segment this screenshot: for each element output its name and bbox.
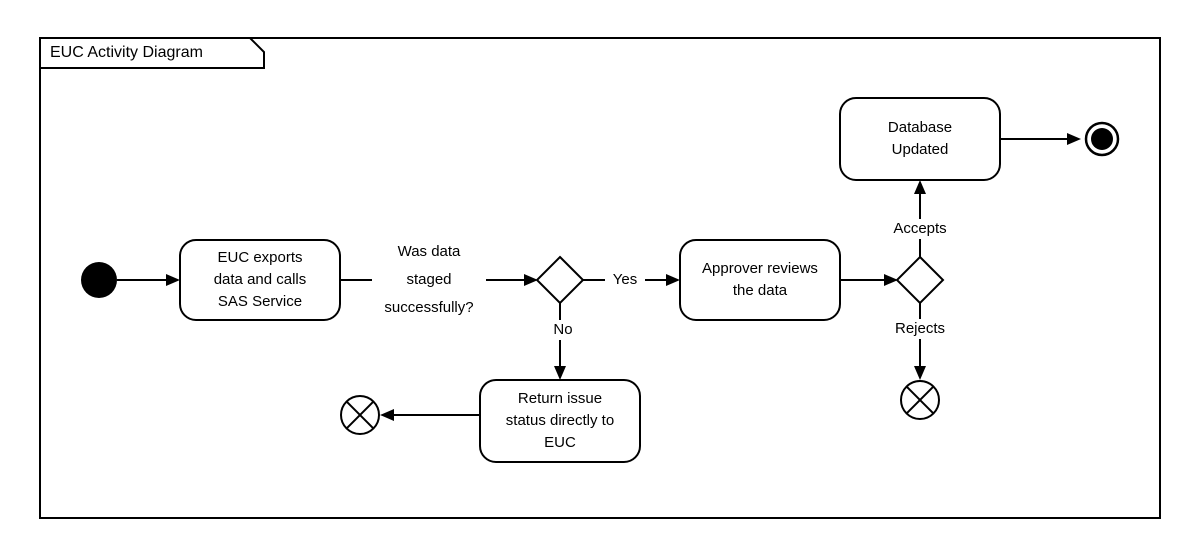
edge-decision-approval-accepts: Accepts <box>884 180 956 257</box>
action-return-issue-line2: status directly to <box>506 412 614 429</box>
action-euc-export-line2: data and calls <box>214 271 307 288</box>
decision-node-approval[interactable] <box>895 255 945 305</box>
arrowhead <box>884 274 898 286</box>
arrowhead <box>524 274 538 286</box>
arrowhead <box>380 409 394 421</box>
edge-label-was-data-staged-line3: successfully? <box>384 299 473 316</box>
arrowhead <box>914 366 926 380</box>
edge-label-backdrop <box>884 319 956 339</box>
edge-label-rejects: Rejects <box>895 320 945 337</box>
flow-final-node-rejects[interactable] <box>900 380 940 420</box>
edge-label-backdrop <box>884 219 956 239</box>
action-return-issue[interactable]: Return issue status directly to EUC <box>479 379 641 463</box>
decision-node-data-staged[interactable] <box>535 255 585 305</box>
flow-final-node-issue-cross-b <box>345 400 375 430</box>
activity-final-node[interactable] <box>1084 121 1120 157</box>
action-database-updated[interactable]: Database Updated <box>839 97 1001 181</box>
flow-final-node-issue[interactable] <box>340 395 380 435</box>
action-database-updated-line2: Updated <box>892 141 949 158</box>
edge-label-was-data-staged-line1: Was data <box>398 243 461 260</box>
edge-database-updated-to-final <box>1000 133 1081 145</box>
edge-label-backdrop <box>372 268 486 292</box>
initial-node[interactable] <box>81 262 117 298</box>
initial-node-circle <box>81 262 117 298</box>
arrowhead <box>1067 133 1081 145</box>
edge-decision-approval-rejects: Rejects <box>884 303 956 380</box>
edge-label-backdrop <box>548 320 578 340</box>
action-euc-export[interactable]: EUC exports data and calls SAS Service <box>179 239 341 321</box>
activity-final-node-ring <box>1084 121 1120 157</box>
decision-node-data-staged-diamond <box>535 255 585 305</box>
edge-decision-staged-yes: Yes <box>583 271 680 288</box>
arrowhead <box>166 274 180 286</box>
edge-label-yes: Yes <box>613 271 637 288</box>
arrowhead <box>554 366 566 380</box>
action-return-issue-box <box>479 379 641 463</box>
edge-label-accepts: Accepts <box>893 220 946 237</box>
action-database-updated-box <box>839 97 1001 181</box>
action-euc-export-line3: SAS Service <box>218 293 302 310</box>
frame-title-label: EUC Activity Diagram <box>50 44 203 61</box>
edge-initial-to-euc-export <box>117 274 180 286</box>
arrowhead <box>914 180 926 194</box>
action-euc-export-line1: EUC exports <box>217 249 302 266</box>
frame-border <box>39 37 1161 519</box>
action-return-issue-line3: EUC <box>544 434 576 451</box>
arrowhead <box>666 274 680 286</box>
action-approver-review[interactable]: Approver reviews the data <box>679 239 841 321</box>
frame-title-tab <box>40 37 265 69</box>
edge-decision-staged-no: No <box>548 303 578 380</box>
edge-euc-export-to-decision-staged: Was data staged successfully? <box>340 243 538 316</box>
edge-return-issue-to-flow-final <box>380 409 480 421</box>
action-return-issue-line1: Return issue <box>518 390 602 407</box>
action-approver-review-line2: the data <box>733 282 788 299</box>
diagram-frame: EUC Activity Diagram <box>39 37 1161 519</box>
edge-label-no: No <box>553 321 572 338</box>
edge-label-was-data-staged-line2: staged <box>406 271 451 288</box>
action-approver-review-box <box>679 239 841 321</box>
flow-final-node-rejects-cross-b <box>905 385 935 415</box>
action-database-updated-line1: Database <box>888 119 952 136</box>
edge-approver-review-to-decision-approval <box>840 274 898 286</box>
action-approver-review-line1: Approver reviews <box>702 260 818 277</box>
activity-final-node-core <box>1091 128 1113 150</box>
decision-node-approval-diamond <box>895 255 945 305</box>
